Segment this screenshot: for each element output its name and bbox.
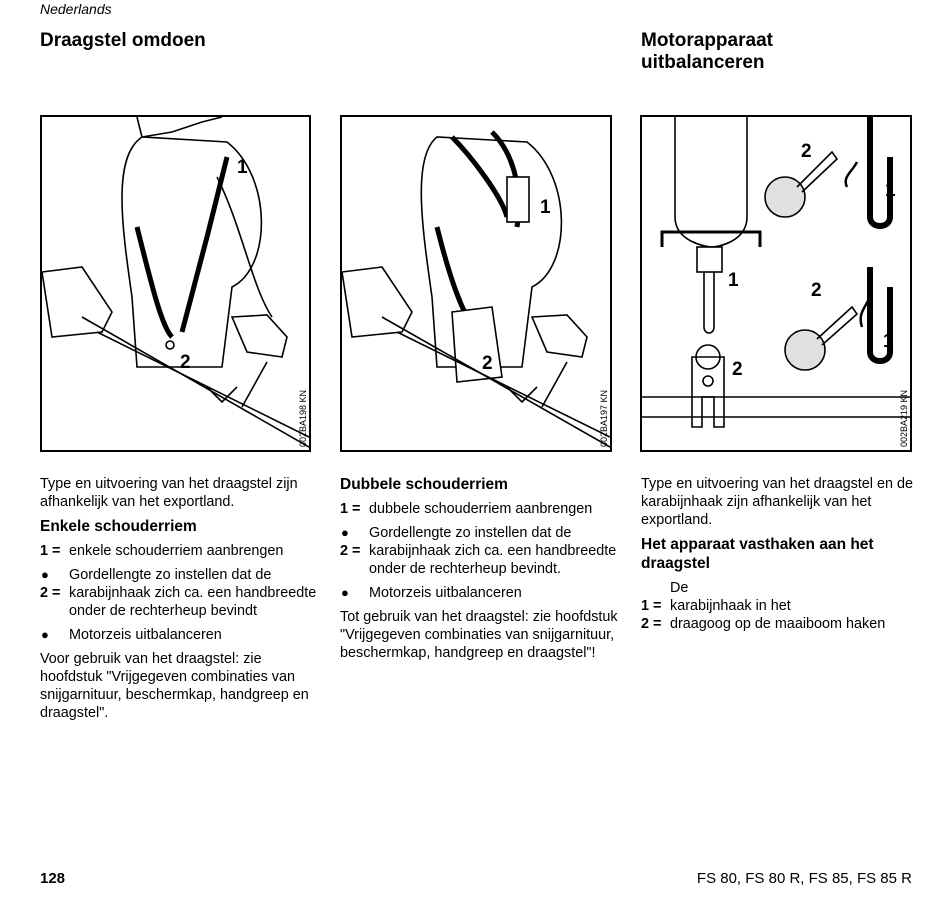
col2-item-3: ● Motorzeis uitbalanceren	[340, 584, 618, 602]
figure-carabiner-hook: 2 1 1 2 2 1 002BA219 KN	[640, 115, 912, 452]
section-title-left: Draagstel omdoen	[40, 30, 206, 51]
col2-item-2: ● 2 = Gordellengte zo instellen dat de k…	[340, 524, 618, 578]
figure-double-shoulder-strap: 1 2 002BA197 KN	[340, 115, 612, 452]
col2-item2-sub-mark: 2 =	[340, 543, 361, 559]
figure3-callout-top-1: 1	[885, 180, 896, 201]
col1-item3-text: Motorzeis uitbalanceren	[69, 627, 222, 643]
model-list: FS 80, FS 80 R, FS 85, FS 85 R	[696, 870, 912, 887]
figure3-callout-bottom-1: 1	[883, 331, 894, 352]
col3-item1-text: karabijnhaak in het	[670, 598, 791, 614]
figure1-callout-2: 2	[180, 352, 191, 373]
col3-item1-mark: 1 =	[641, 598, 662, 614]
illustration-carabiner	[642, 117, 910, 428]
language-label: Nederlands	[40, 1, 112, 17]
col1-item2-text: Gordellengte zo instellen dat de karabij…	[69, 567, 317, 619]
illustration-single-strap	[42, 117, 309, 448]
col3-intro: Type en uitvoering van het draagstel en …	[641, 476, 914, 528]
figure2-callout-1: 1	[540, 197, 551, 218]
col3-item-1: 1 = karabijnhaak in het	[641, 597, 916, 615]
col2-heading: Dubbele schouderriem	[340, 476, 508, 493]
figure3-callout-bottom-2: 2	[811, 280, 822, 301]
col1-heading: Enkele schouderriem	[40, 518, 197, 535]
col3-heading: Het apparaat vasthaken aan het draagstel	[641, 536, 874, 572]
page-number: 128	[40, 870, 66, 887]
column-double-strap: Dubbele schouderriem 1 = dubbele schoude…	[340, 475, 618, 668]
col1-outro: Voor gebruik van het draagstel: zie hoof…	[40, 651, 309, 721]
col2-item2-text: Gordellengte zo instellen dat de karabij…	[369, 525, 617, 577]
col3-item-2: 2 = draagoog op de maaiboom haken	[641, 615, 916, 633]
col3-item2-mark: 2 =	[641, 616, 662, 632]
column-carabiner: Type en uitvoering van het draagstel en …	[641, 475, 916, 639]
figure3-callout-top-2: 2	[801, 141, 812, 162]
col1-bullet-icon: ●	[41, 567, 49, 582]
col1-item1-mark: 1 =	[40, 543, 61, 559]
figure3-code: 002BA219 KN	[899, 389, 909, 447]
figure2-callout-2: 2	[482, 353, 493, 374]
col3-item2-text: draagoog op de maaiboom haken	[670, 616, 886, 632]
col1-item-2: ● 2 = Gordellengte zo instellen dat de k…	[40, 566, 318, 620]
figure-single-shoulder-strap: 1 2 002BA198 KN	[40, 115, 311, 452]
col2-item3-text: Motorzeis uitbalanceren	[369, 585, 522, 601]
col2-outro: Tot gebruik van het draagstel: zie hoofd…	[340, 609, 618, 661]
col1-item-1: 1 = enkele schouderriem aanbrengen	[40, 542, 318, 560]
figure3-callout-left-1: 1	[728, 270, 739, 291]
col1-item2-sub-mark: 2 =	[40, 585, 61, 601]
figure2-code: 002BA197 KN	[599, 389, 609, 447]
figure1-code: 002BA198 KN	[298, 389, 308, 447]
figure1-callout-1: 1	[237, 157, 248, 178]
section-title-right: Motorapparaat uitbalanceren	[641, 30, 773, 74]
col1-bullet-icon-2: ●	[41, 627, 49, 642]
col2-bullet-icon-2: ●	[341, 585, 349, 600]
section-title-right-line1: Motorapparaat	[641, 30, 773, 51]
col2-bullet-icon: ●	[341, 525, 349, 540]
col1-item1-text: enkele schouderriem aanbrengen	[69, 543, 284, 559]
section-title-right-line2: uitbalanceren	[641, 52, 765, 73]
column-single-strap: Type en uitvoering van het draagstel zij…	[40, 475, 318, 728]
illustration-double-strap	[342, 130, 610, 448]
col2-item1-mark: 1 =	[340, 501, 361, 517]
figure3-callout-left-2: 2	[732, 359, 743, 380]
col2-item-1: 1 = dubbele schouderriem aanbrengen	[340, 500, 618, 518]
col1-intro: Type en uitvoering van het draagstel zij…	[40, 476, 298, 510]
col3-lead: De	[670, 580, 689, 596]
col2-item1-text: dubbele schouderriem aanbrengen	[369, 501, 593, 517]
col1-item-3: ● Motorzeis uitbalanceren	[40, 626, 318, 644]
